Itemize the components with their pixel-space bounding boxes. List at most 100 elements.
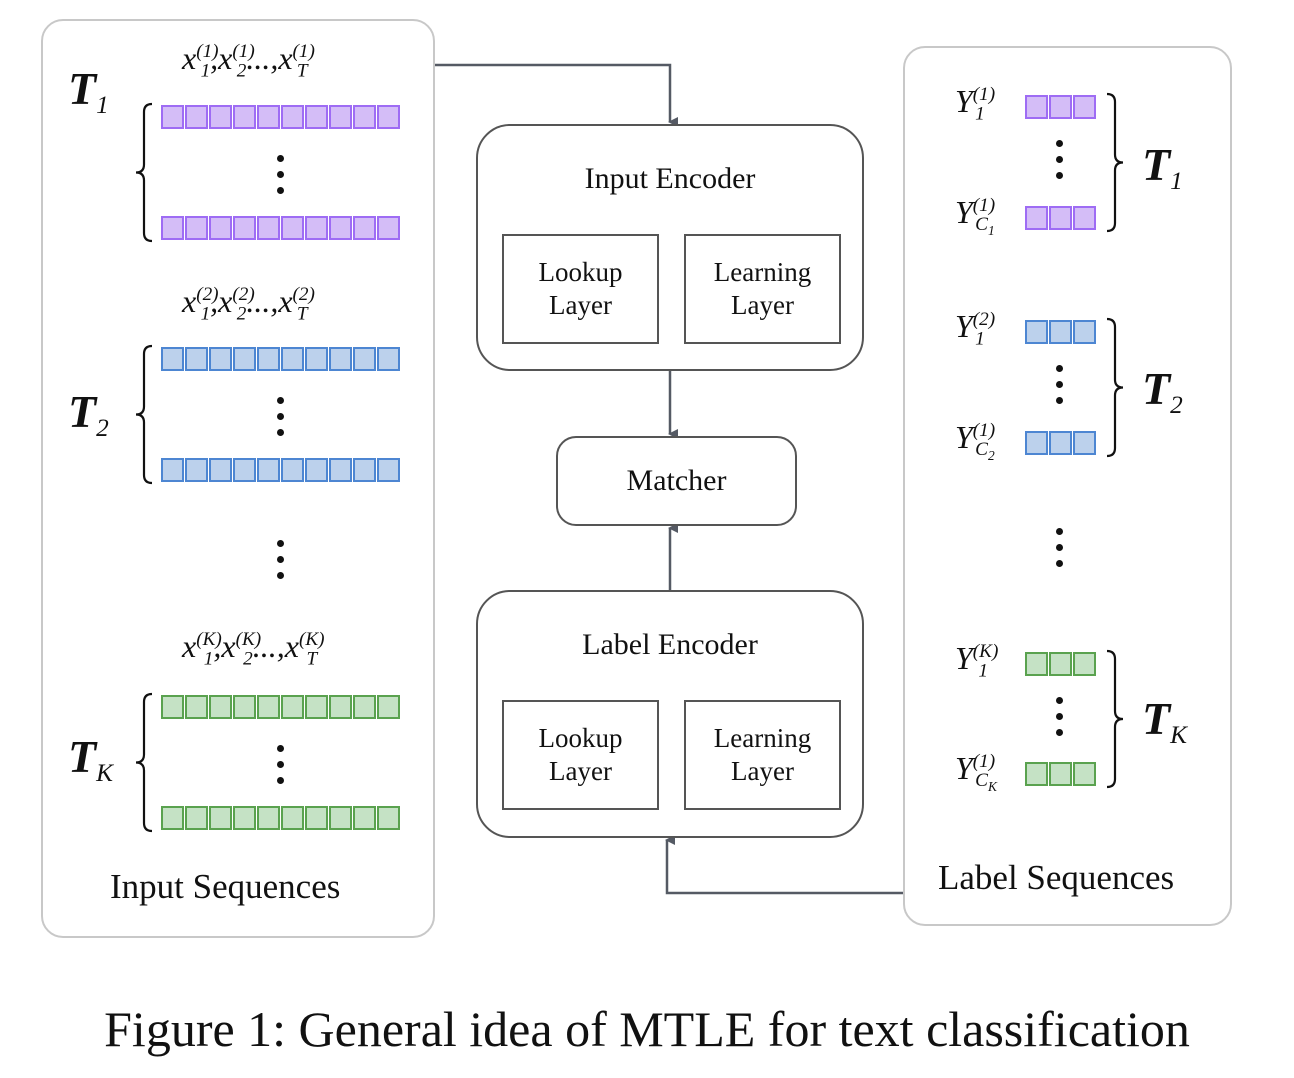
sequence-cell (257, 216, 280, 240)
sequence-cell (329, 458, 352, 482)
label-last: Y(1)C1 (955, 194, 995, 239)
sequence-cell (209, 806, 232, 830)
label-superscript: (K) (972, 641, 999, 663)
sequence-cell (1073, 95, 1096, 119)
sequence-header: x(2)1,x(2)2...,x(2)T (182, 283, 315, 325)
dot (277, 413, 284, 420)
sequence-cell (209, 458, 232, 482)
label-subscript: CK (975, 770, 997, 795)
learning-layer-line2: Layer (731, 756, 794, 786)
sequence-cell (185, 806, 208, 830)
sequence-cell (185, 105, 208, 129)
comma: , (210, 40, 219, 76)
task-letter: T (68, 386, 97, 437)
label-subscript: 1 (975, 328, 985, 350)
left-brace-icon (135, 344, 153, 485)
label-sequence-row (1025, 652, 1096, 676)
label-superscript: (2) (972, 309, 996, 331)
sequence-cell (353, 806, 376, 830)
sequence-cell (305, 216, 328, 240)
input-sequence-row (161, 105, 400, 129)
task-subscript: K (96, 758, 113, 787)
dot (277, 761, 284, 768)
vertical-ellipsis-icon (1056, 365, 1064, 404)
task-subscript: K (1170, 720, 1187, 749)
matcher: Matcher (556, 436, 797, 526)
sequence-cell (1073, 320, 1096, 344)
seq-var: x (278, 40, 293, 76)
label-var: Y (955, 83, 973, 119)
sequence-cell (1073, 431, 1096, 455)
sequence-cell (1049, 320, 1072, 344)
sequence-cell (329, 347, 352, 371)
sequence-cell (353, 695, 376, 719)
dot (277, 429, 284, 436)
label-sequences-title: Label Sequences (938, 858, 1175, 897)
sequence-cell (185, 458, 208, 482)
sequence-cell (161, 216, 184, 240)
comma: , (210, 283, 219, 319)
sequence-cell (185, 216, 208, 240)
sequence-cell (1073, 206, 1096, 230)
vertical-ellipsis-icon (1056, 697, 1064, 736)
sequence-cell (1025, 95, 1048, 119)
sequence-cell (1073, 652, 1096, 676)
sequence-cell (161, 695, 184, 719)
seq-superscript: (2) (196, 284, 219, 306)
seq-var: x (218, 40, 233, 76)
task-label: T2 (68, 385, 109, 443)
sequence-cell (233, 695, 256, 719)
seq-subscript: T (296, 60, 308, 82)
seq-var: x (182, 628, 197, 664)
dot (1056, 381, 1063, 388)
sequence-cell (233, 105, 256, 129)
sequence-cell (209, 216, 232, 240)
sequence-cell (377, 458, 400, 482)
sequence-cell (1025, 762, 1048, 786)
sequence-cell (1049, 95, 1072, 119)
right-brace-icon (1106, 649, 1124, 789)
label-superscript: (1) (972, 84, 996, 106)
sequence-cell (305, 806, 328, 830)
input-sequence-row (161, 806, 400, 830)
task-letter: T (1142, 363, 1171, 414)
seq-subscript: T (296, 303, 308, 325)
sequence-cell (1073, 762, 1096, 786)
sequence-cell (257, 695, 280, 719)
label-superscript: (1) (972, 751, 996, 773)
label-superscript: (1) (972, 195, 996, 217)
sequence-cell (329, 695, 352, 719)
matcher-title: Matcher (626, 464, 727, 497)
lookup-layer-line2: Layer (549, 756, 612, 786)
label-first: Y(1)1 (955, 83, 995, 125)
seq-superscript: (2) (232, 284, 255, 306)
learning-layer-line2: Layer (731, 290, 794, 320)
seq-superscript: (2) (292, 284, 315, 306)
seq-var: x (221, 628, 236, 664)
task-letter: T (68, 63, 97, 114)
left-brace-icon (135, 102, 153, 243)
seq-superscript: (1) (196, 41, 219, 63)
dot (277, 171, 284, 178)
label-subscript: C1 (975, 214, 995, 239)
sequence-cell (329, 105, 352, 129)
arrow-input-to-input-encoder (435, 63, 678, 127)
label-subscript: 1 (975, 103, 985, 125)
label-var: Y (955, 750, 973, 786)
sequence-cell (305, 695, 328, 719)
label-last: Y(1)C2 (955, 419, 995, 464)
task-subscript: 2 (96, 413, 109, 442)
sequence-cell (305, 347, 328, 371)
seq-subscript: 2 (243, 648, 253, 670)
sequence-cell (1025, 206, 1048, 230)
task-letter: T (1142, 139, 1171, 190)
sequence-cell (281, 806, 304, 830)
seq-var: x (182, 283, 197, 319)
input-encoder-title: Input Encoder (584, 162, 756, 195)
sequence-cell (161, 347, 184, 371)
learning-layer-line1: Learning (713, 257, 812, 288)
